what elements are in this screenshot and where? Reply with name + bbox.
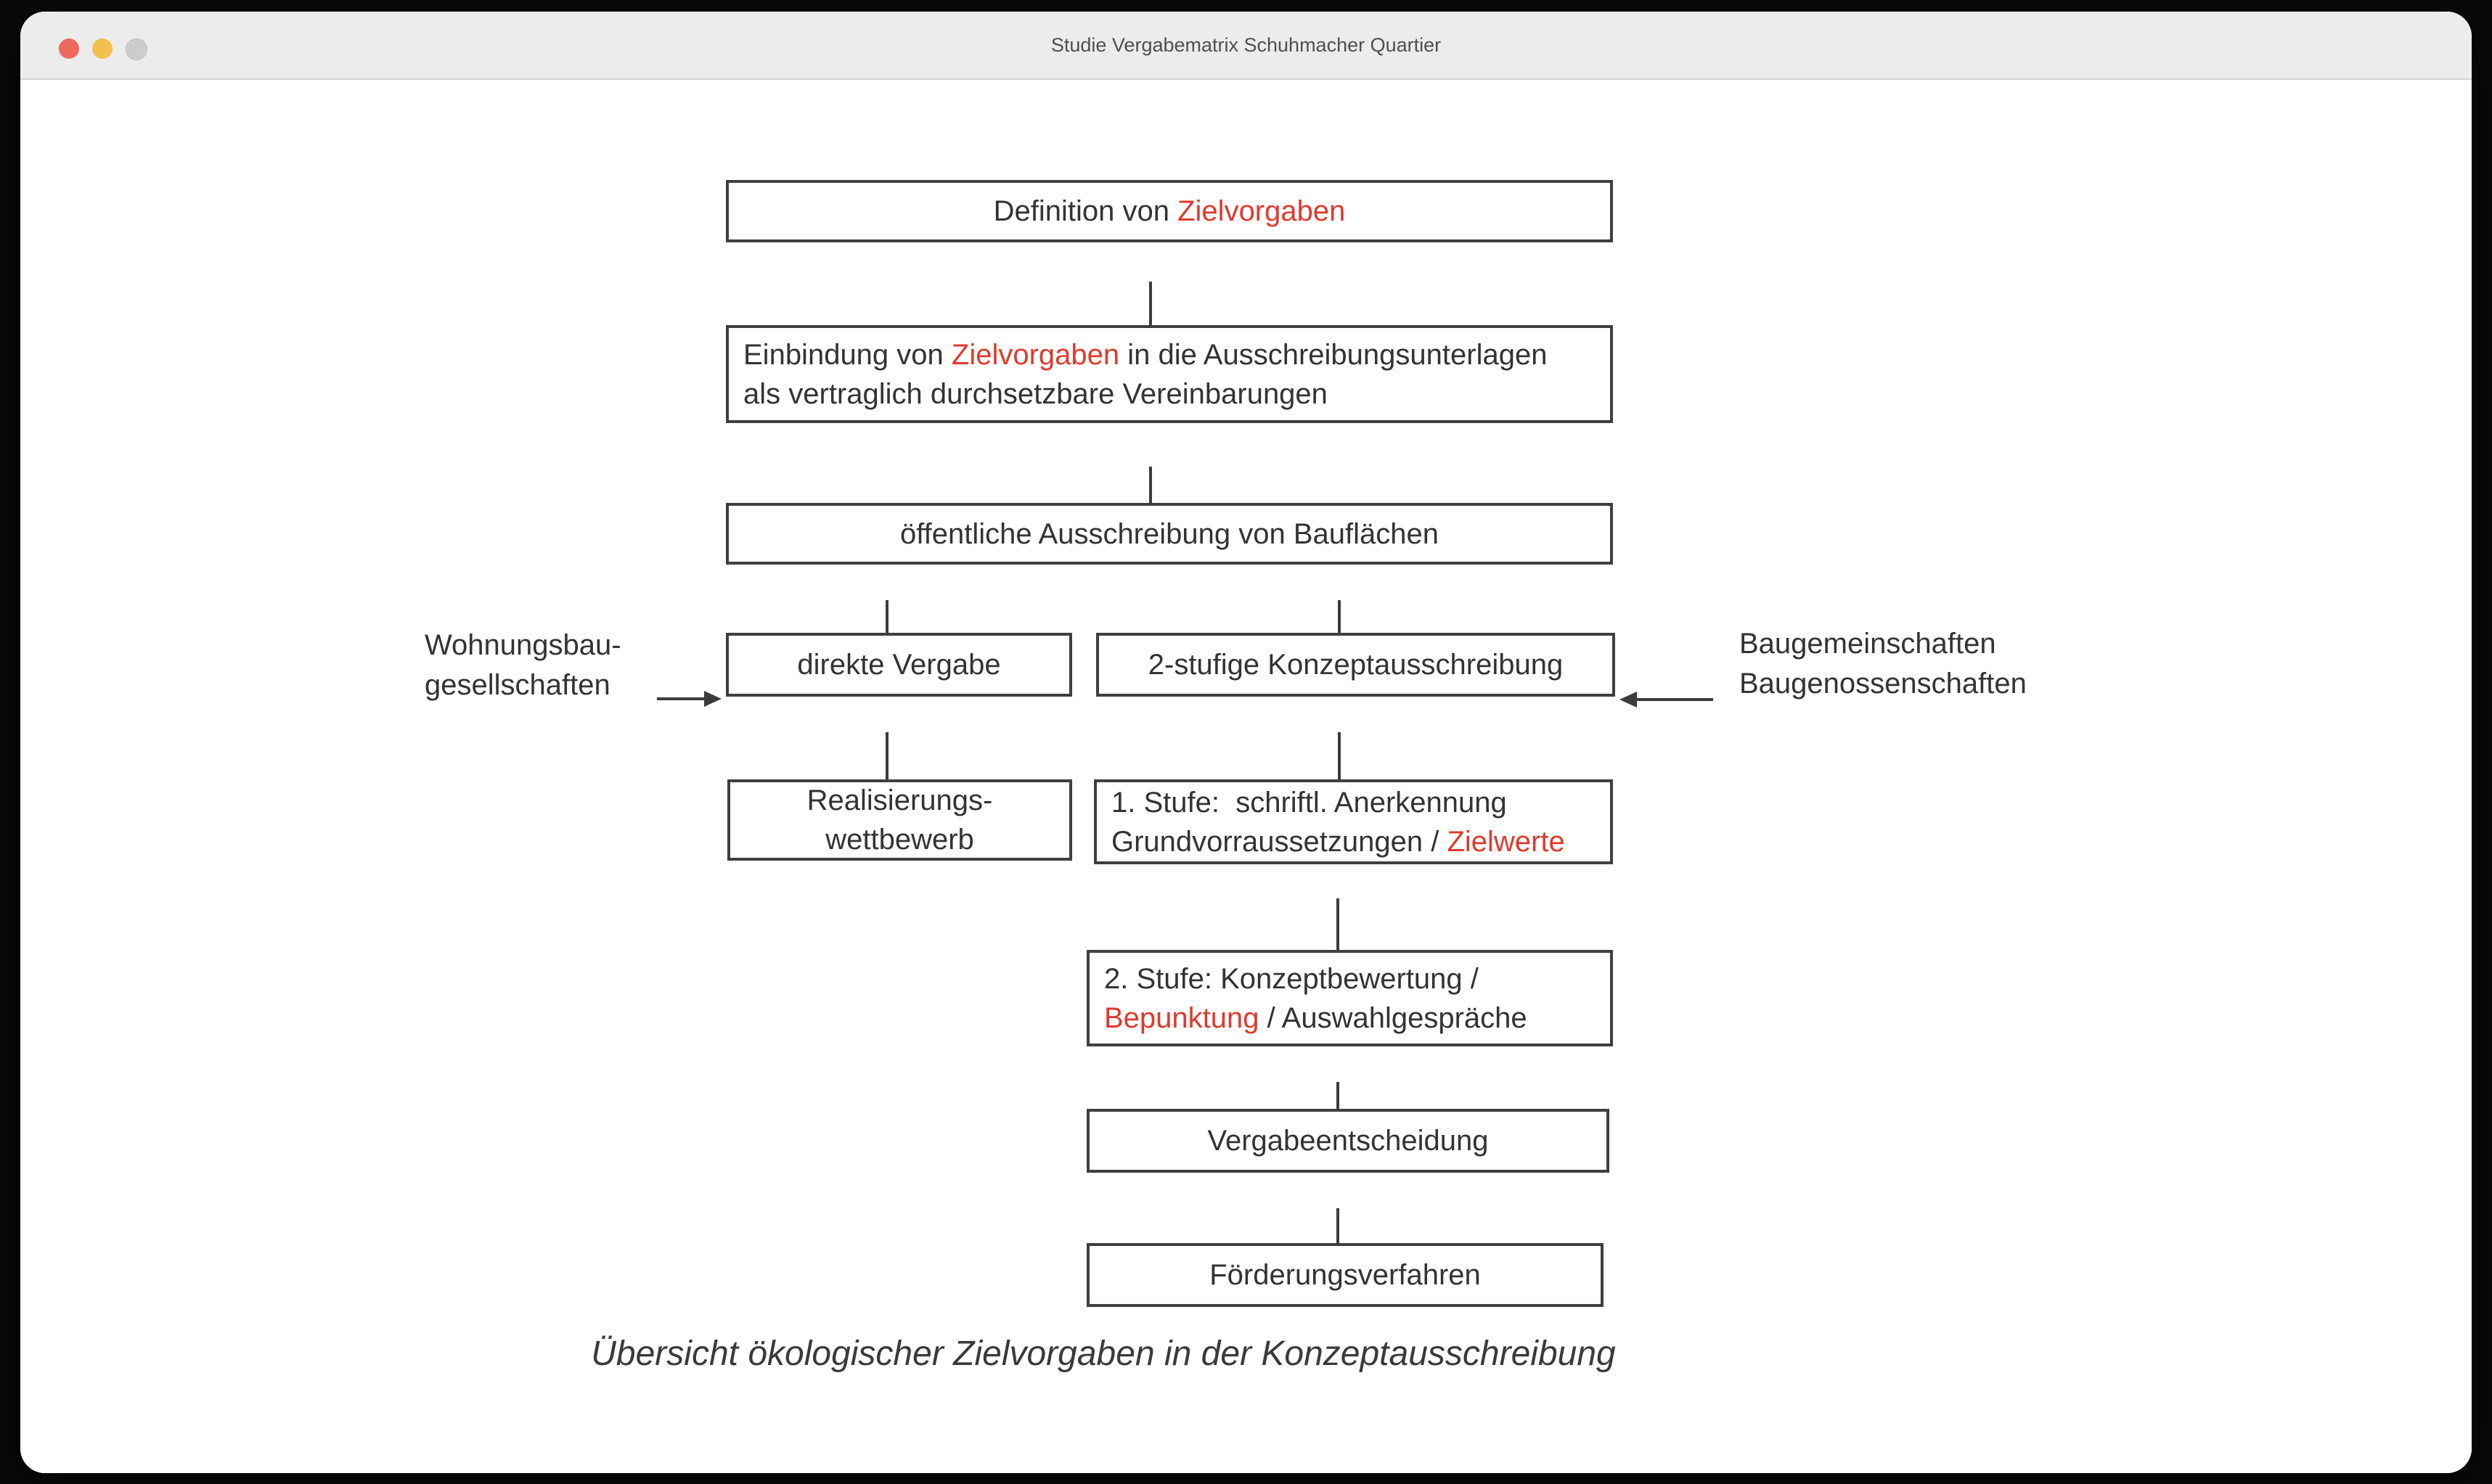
box-konzeptausschreibung-text: 2-stufige Konzeptausschreibung bbox=[1148, 649, 1564, 681]
box-ausschreibung: öffentliche Ausschreibung von Bauflächen bbox=[726, 503, 1613, 565]
box-einbindung-line2: als vertraglich durchsetzbare Vereinbaru… bbox=[743, 377, 1328, 410]
box-stufe2: 2. Stufe: Konzeptbewertung / Bepunktung … bbox=[1087, 950, 1613, 1046]
label-baugemeinschaften-line2: Baugenossenschaften bbox=[1739, 668, 2027, 700]
app-window: Studie Vergabematrix Schuhmacher Quartie… bbox=[20, 12, 2472, 1473]
box-einbindung-line1: Einbindung von bbox=[743, 338, 952, 371]
figure-caption: Übersicht ökologischer Zielvorgaben in d… bbox=[591, 1335, 1616, 1373]
box-einbindung-highlight: Zielvorgaben bbox=[951, 338, 1120, 371]
window-title: Studie Vergabematrix Schuhmacher Quartie… bbox=[1050, 33, 1442, 56]
box-realisierung-line2: wettbewerb bbox=[825, 824, 974, 856]
box-stufe2-highlight: Bepunktung bbox=[1104, 1001, 1259, 1034]
diagram-canvas bbox=[20, 80, 2472, 1473]
window-titlebar[interactable]: Studie Vergabematrix Schuhmacher Quartie… bbox=[20, 12, 2472, 80]
box-einbindung-line1-post: in die Ausschreibungsunterlagen bbox=[1119, 338, 1548, 371]
zoom-button[interactable] bbox=[126, 38, 147, 60]
window-controls bbox=[59, 38, 147, 60]
box-direkte-vergabe-text: direkte Vergabe bbox=[797, 649, 1001, 681]
label-wohnungsbaugesellschaften: Wohnungsbau- gesellschaften bbox=[425, 626, 621, 705]
box-stufe2-line1: 2. Stufe: Konzeptbewertung / bbox=[1104, 962, 1479, 995]
label-wohnungsbau-line1: Wohnungsbau- bbox=[425, 629, 621, 661]
box-realisierung-line1: Realisierungs- bbox=[806, 784, 993, 816]
box-foerderungsverfahren: Förderungsverfahren bbox=[1087, 1243, 1604, 1307]
label-wohnungsbau-line2: gesellschaften bbox=[425, 669, 610, 701]
box-stufe1-line2: Grundvorraussetzungen / bbox=[1111, 825, 1447, 858]
box-definition: Definition von Zielvorgaben bbox=[726, 180, 1613, 242]
box-definition-text: Definition von bbox=[993, 195, 1178, 227]
box-vergabeentscheidung-text: Vergabeentscheidung bbox=[1207, 1125, 1489, 1157]
box-konzeptausschreibung: 2-stufige Konzeptausschreibung bbox=[1096, 633, 1615, 697]
box-ausschreibung-text: öffentliche Ausschreibung von Bauflächen bbox=[899, 517, 1439, 550]
box-stufe1: 1. Stufe: schriftl. Anerkennung Grundvor… bbox=[1094, 779, 1613, 864]
minimize-button[interactable] bbox=[92, 38, 113, 59]
box-definition-highlight: Zielvorgaben bbox=[1177, 195, 1346, 227]
box-einbindung: Einbindung von Zielvorgaben in die Aussc… bbox=[726, 325, 1613, 423]
label-baugemeinschaften-line1: Baugemeinschaften bbox=[1739, 628, 1996, 660]
box-stufe1-line1: 1. Stufe: schriftl. Anerkennung bbox=[1111, 786, 1507, 819]
box-stufe2-line2: / Auswahlgespräche bbox=[1259, 1001, 1527, 1034]
box-direkte-vergabe: direkte Vergabe bbox=[726, 633, 1072, 697]
box-realisierungswettbewerb: Realisierungs- wettbewerb bbox=[727, 779, 1072, 861]
close-button[interactable] bbox=[59, 38, 79, 59]
label-baugemeinschaften: Baugemeinschaften Baugenossenschaften bbox=[1739, 624, 2027, 704]
box-foerderungsverfahren-text: Förderungsverfahren bbox=[1209, 1259, 1481, 1291]
box-stufe1-highlight: Zielwerte bbox=[1447, 825, 1565, 858]
box-vergabeentscheidung: Vergabeentscheidung bbox=[1087, 1109, 1609, 1173]
